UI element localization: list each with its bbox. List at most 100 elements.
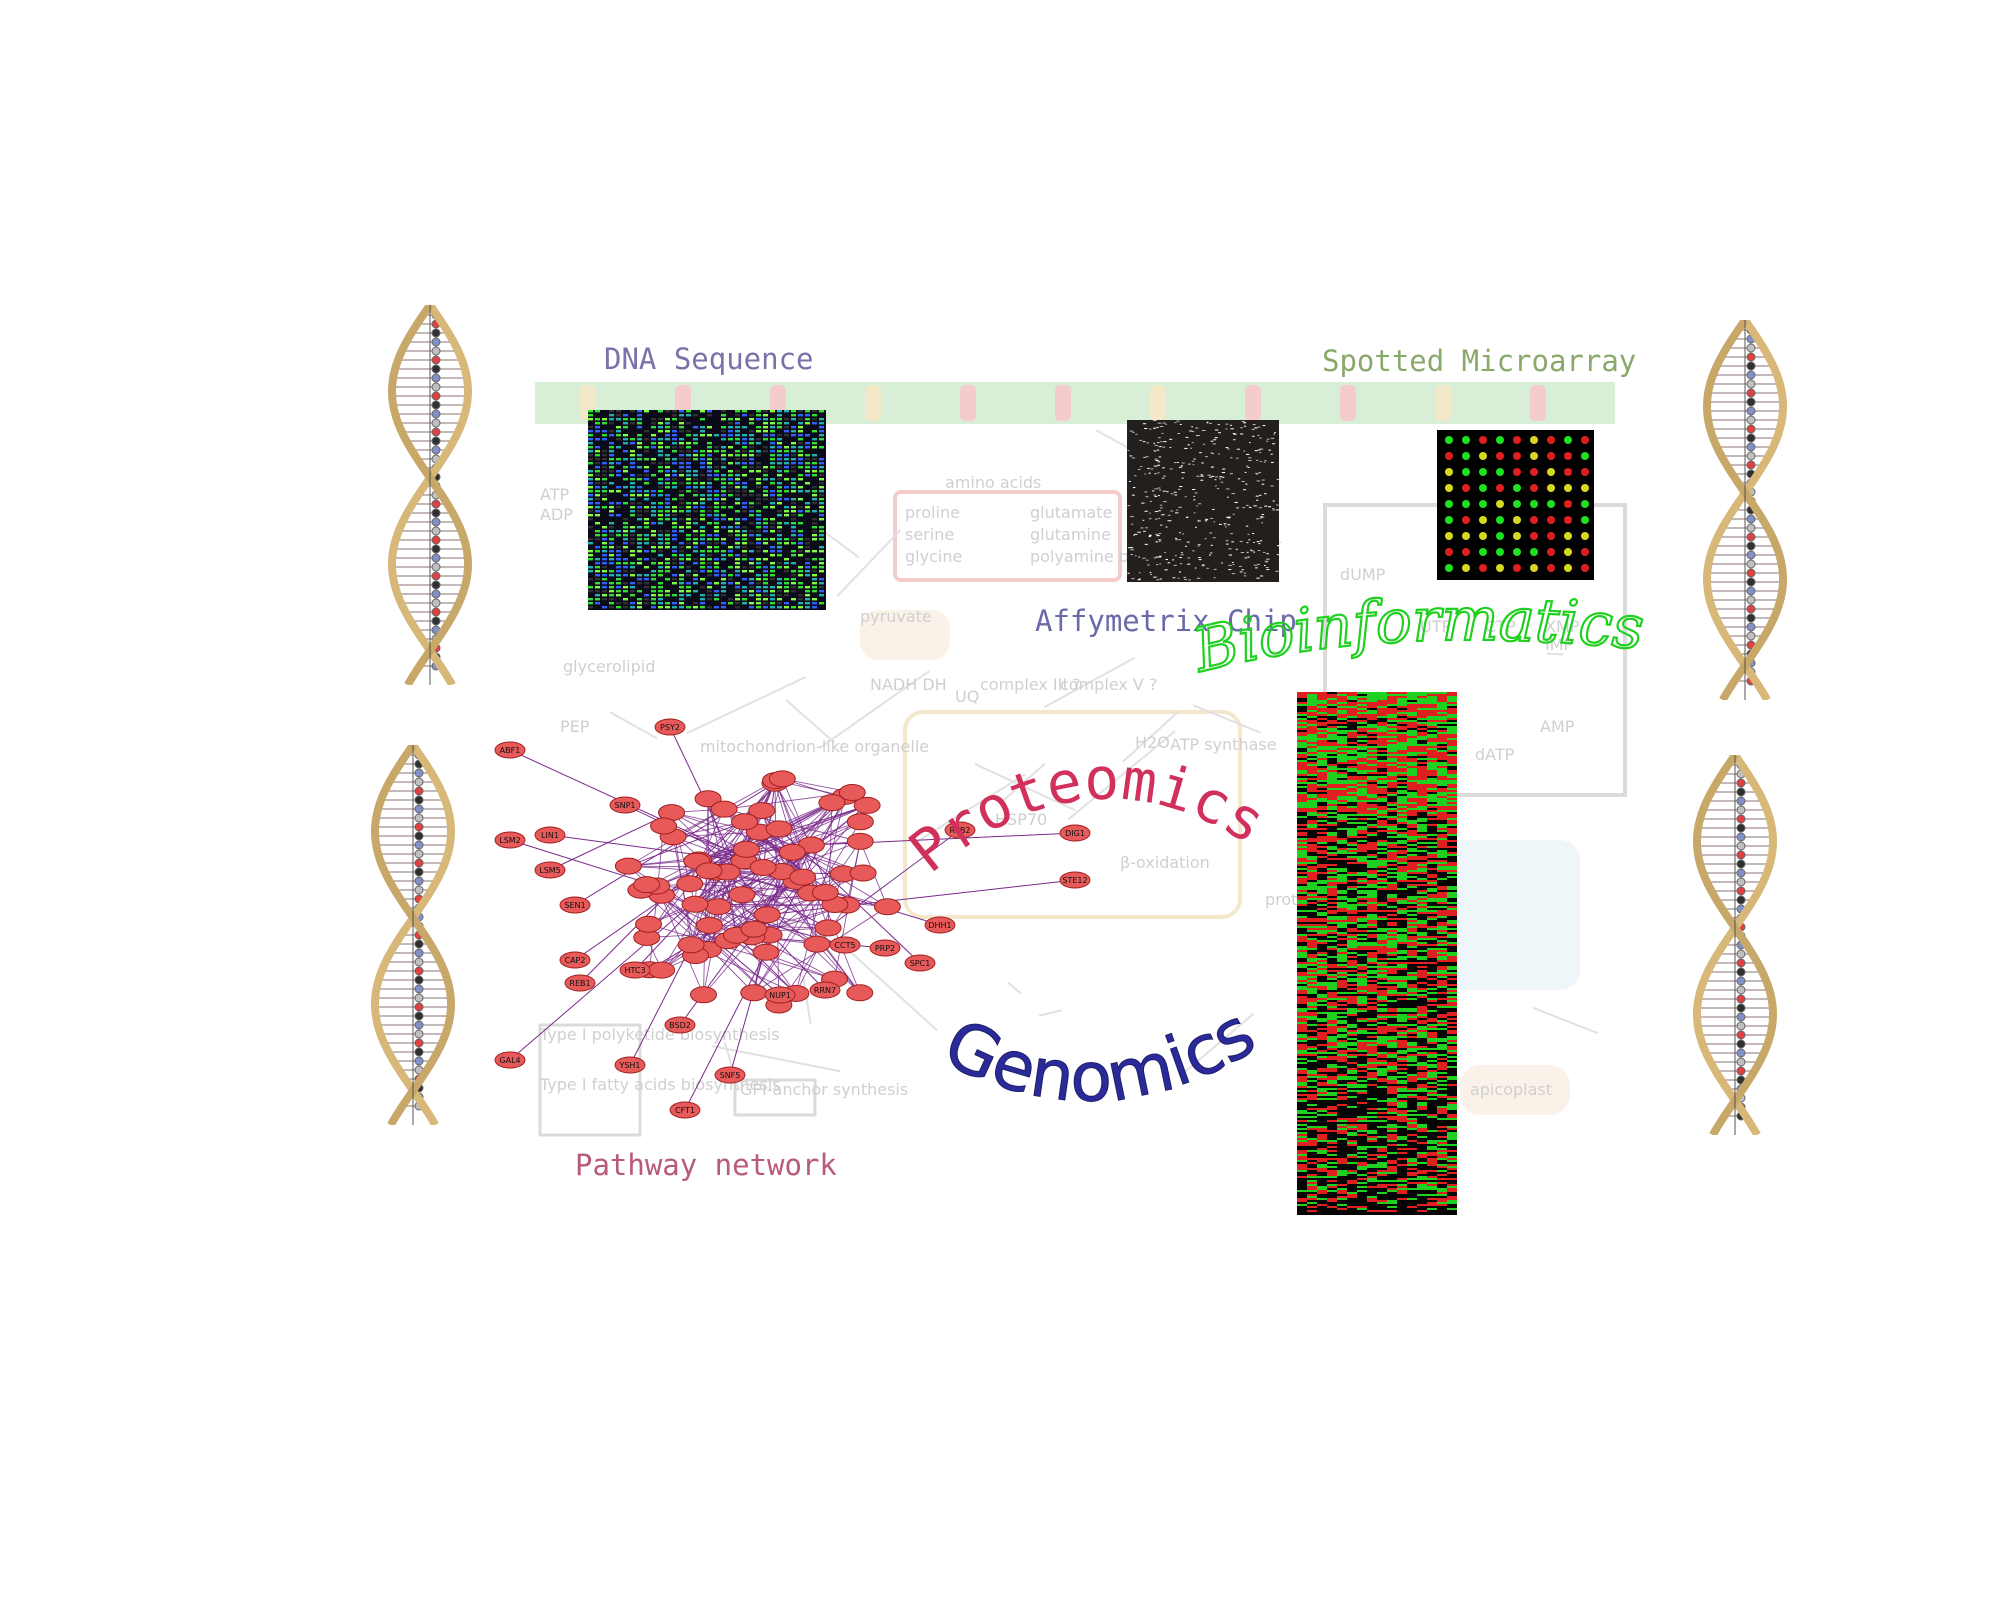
heatmap-cell — [1377, 716, 1387, 718]
heatmap-cell — [1417, 836, 1427, 838]
heatmap-cell — [1427, 788, 1437, 790]
chip-probe — [1264, 493, 1267, 495]
heatmap-cell — [1367, 1146, 1377, 1148]
heatmap-cell — [1337, 848, 1347, 850]
sequence-band — [798, 410, 803, 413]
heatmap-cell — [1387, 876, 1397, 878]
heatmap-cell — [1437, 862, 1447, 864]
heatmap-cell — [1377, 1156, 1387, 1158]
polyamine-box — [860, 610, 950, 660]
heatmap-cell — [1367, 1198, 1377, 1200]
sequence-band — [735, 414, 740, 417]
heatmap-cell — [1357, 1126, 1367, 1128]
heatmap-cell — [1357, 1128, 1367, 1130]
chip-probe — [1142, 441, 1146, 443]
heatmap-cell — [1407, 946, 1417, 948]
sequence-band — [637, 510, 642, 513]
sequence-band — [749, 442, 754, 445]
heatmap-cell — [1377, 1192, 1387, 1194]
sequence-band — [602, 418, 607, 421]
sequence-band — [623, 602, 628, 605]
microarray-spot — [1564, 500, 1572, 508]
heatmap-cell — [1407, 1030, 1417, 1032]
sequence-band — [644, 538, 649, 541]
heatmap-cell — [1377, 976, 1387, 978]
sequence-band — [714, 598, 719, 601]
heatmap-cell — [1367, 756, 1377, 758]
heatmap-cell — [1437, 966, 1447, 968]
heatmap-cell — [1307, 828, 1317, 830]
heatmap-cell — [1377, 928, 1387, 930]
heatmap-cell — [1387, 1010, 1397, 1012]
heatmap-cell — [1307, 1098, 1317, 1100]
chip-probe — [1247, 466, 1250, 468]
heatmap-cell — [1437, 888, 1447, 890]
sequence-band — [770, 586, 775, 589]
heatmap-cell — [1367, 1140, 1377, 1142]
heatmap-cell — [1387, 1202, 1397, 1204]
heatmap-cell — [1417, 722, 1427, 724]
heatmap-cell — [1367, 736, 1377, 738]
heatmap-cell — [1367, 760, 1377, 762]
sequence-band — [609, 466, 614, 469]
heatmap-cell — [1327, 744, 1337, 746]
heatmap-cell — [1447, 1066, 1457, 1068]
sequence-band — [679, 418, 684, 421]
chip-probe — [1173, 491, 1177, 493]
heatmap-cell — [1447, 1202, 1457, 1204]
heatmap-cell — [1297, 1094, 1307, 1096]
heatmap-cell — [1327, 1020, 1337, 1022]
chip-probe — [1179, 557, 1182, 559]
heatmap-cell — [1327, 928, 1337, 930]
heatmap-cell — [1327, 902, 1337, 904]
network-edge — [694, 780, 776, 905]
gpi-box — [733, 1078, 817, 1117]
heatmap-cell — [1437, 914, 1447, 916]
sequence-band — [777, 526, 782, 529]
chip-probe — [1215, 485, 1217, 487]
heatmap-cell — [1377, 996, 1387, 998]
sequence-band — [637, 490, 642, 493]
sequence-band — [672, 458, 677, 461]
heatmap-cell — [1417, 1048, 1427, 1050]
sequence-band — [742, 566, 747, 569]
heatmap-cell — [1317, 1082, 1327, 1084]
heatmap-cell — [1367, 1058, 1377, 1060]
sequence-band — [805, 462, 810, 465]
chip-probe — [1181, 477, 1184, 479]
heatmap-cell — [1407, 1050, 1417, 1052]
chip-probe — [1141, 502, 1145, 504]
microarray-spot — [1547, 516, 1555, 524]
heatmap-cell — [1447, 966, 1457, 968]
heatmap-cell — [1317, 764, 1327, 766]
heatmap-cell — [1397, 966, 1407, 968]
sequence-band — [798, 430, 803, 433]
heatmap-cell — [1367, 848, 1377, 850]
heatmap-cell — [1437, 1190, 1447, 1192]
sequence-band — [623, 562, 628, 565]
heatmap-cell — [1417, 750, 1427, 752]
heatmap-cell — [1397, 1088, 1407, 1090]
chip-probe — [1200, 479, 1204, 481]
sequence-band — [644, 602, 649, 605]
sequence-band — [644, 466, 649, 469]
heatmap-cell — [1407, 836, 1417, 838]
sequence-band — [658, 510, 663, 513]
heatmap-cell — [1427, 880, 1437, 882]
sequence-band — [630, 422, 635, 425]
heatmap-cell — [1377, 936, 1387, 938]
sequence-band — [721, 582, 726, 585]
heatmap-cell — [1377, 772, 1387, 774]
heatmap-cell — [1377, 1148, 1387, 1150]
sequence-band — [707, 454, 712, 457]
heatmap-cell — [1387, 734, 1397, 736]
heatmap-cell — [1337, 1118, 1347, 1120]
heatmap-cell — [1367, 808, 1377, 810]
chip-probe — [1133, 534, 1135, 536]
sequence-band — [658, 594, 663, 597]
sequence-band — [609, 538, 614, 541]
heatmap-cell — [1337, 880, 1347, 882]
heatmap-cell — [1407, 1008, 1417, 1010]
heatmap-cell — [1407, 1126, 1417, 1128]
heatmap-cell — [1437, 842, 1447, 844]
